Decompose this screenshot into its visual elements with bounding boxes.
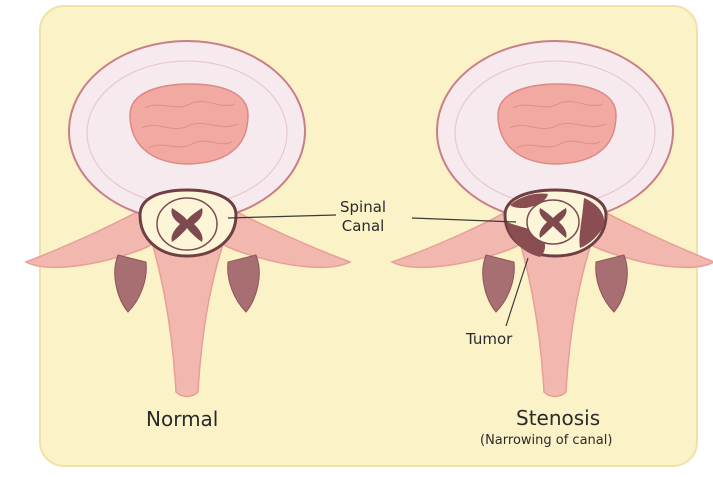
normal-vertebral-body-core	[130, 84, 248, 164]
stenosis-subcaption: (Narrowing of canal)	[480, 433, 612, 448]
stenosis-caption: Stenosis	[516, 406, 600, 430]
tumor-label: Tumor	[466, 330, 512, 348]
spinal-canal-label-line1: Spinal	[340, 198, 386, 217]
stenosis-vertebral-body-core	[498, 84, 616, 164]
spinal-canal-label-line2: Canal	[340, 217, 386, 236]
normal-caption: Normal	[146, 407, 218, 431]
spinal-canal-label: Spinal Canal	[340, 198, 386, 236]
